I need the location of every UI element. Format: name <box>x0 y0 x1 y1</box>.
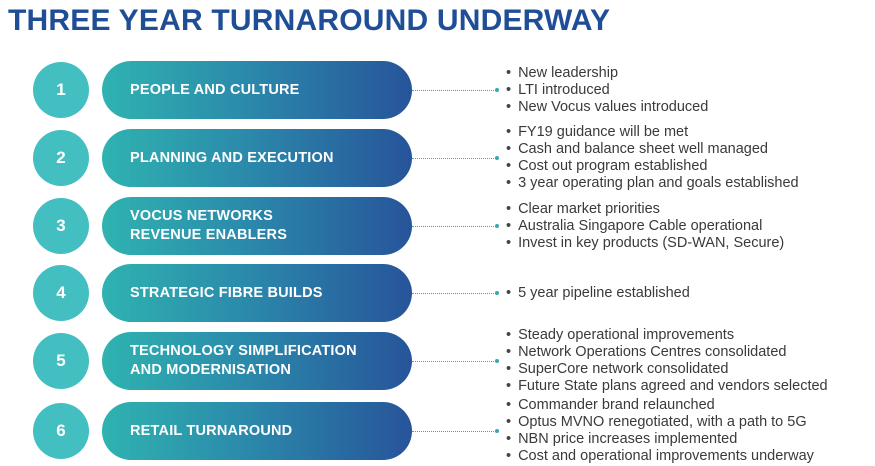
bullet-item: Invest in key products (SD-WAN, Secure) <box>506 235 784 252</box>
step-label: PEOPLE AND CULTURE <box>130 81 300 98</box>
step-number-badge: 3 <box>33 198 89 254</box>
step-label-pill: PLANNING AND EXECUTION <box>102 129 412 187</box>
bullet-item: Clear market priorities <box>506 201 784 218</box>
bullet-item: NBN price increases implemented <box>506 431 814 448</box>
dotted-connector <box>412 291 499 295</box>
step-label: VOCUS NETWORKS REVENUE ENABLERS <box>130 208 288 243</box>
dotted-connector <box>412 359 499 363</box>
step-label: RETAIL TURNAROUND <box>130 422 293 439</box>
bullet-item: Cost and operational improvements underw… <box>506 448 814 465</box>
step-bullet-list: Commander brand relaunchedOptus MVNO ren… <box>506 397 814 464</box>
bullet-item: New leadership <box>506 65 708 82</box>
step-label-pill: VOCUS NETWORKS REVENUE ENABLERS <box>102 197 412 255</box>
step-number-badge: 1 <box>33 62 89 118</box>
bullet-item: Network Operations Centres consolidated <box>506 344 828 361</box>
bullet-item: New Vocus values introduced <box>506 99 708 116</box>
turnaround-row: 2 PLANNING AND EXECUTION FY19 guidance wil… <box>0 124 875 191</box>
step-bullet-list: 5 year pipeline established <box>506 263 690 323</box>
turnaround-row: 6 RETAIL TURNAROUND Commander brand relaun… <box>0 397 875 464</box>
dotted-connector <box>412 88 499 92</box>
bullet-item: Cash and balance sheet well managed <box>506 141 799 158</box>
step-number-badge: 4 <box>33 265 89 321</box>
step-label: TECHNOLOGY SIMPLIFICATION AND MODERNISAT… <box>130 343 357 378</box>
bullet-item: FY19 guidance will be met <box>506 124 799 141</box>
step-bullet-list: Clear market prioritiesAustralia Singapo… <box>506 196 784 256</box>
step-label-pill: TECHNOLOGY SIMPLIFICATION AND MODERNISAT… <box>102 332 412 390</box>
bullet-item: Future State plans agreed and vendors se… <box>506 378 828 395</box>
bullet-item: 5 year pipeline established <box>506 285 690 302</box>
step-bullet-list: FY19 guidance will be metCash and balanc… <box>506 124 799 191</box>
step-label: PLANNING AND EXECUTION <box>130 149 334 166</box>
step-number-badge: 2 <box>33 130 89 186</box>
turnaround-row: 5 TECHNOLOGY SIMPLIFICATION AND MODERNISA… <box>0 327 875 394</box>
bullet-item: Cost out program established <box>506 158 799 175</box>
bullet-item: 3 year operating plan and goals establis… <box>506 175 799 192</box>
bullet-item: Optus MVNO renegotiated, with a path to … <box>506 414 814 431</box>
step-label-pill: STRATEGIC FIBRE BUILDS <box>102 264 412 322</box>
step-label-pill: PEOPLE AND CULTURE <box>102 61 412 119</box>
step-number-badge: 5 <box>33 333 89 389</box>
dotted-connector <box>412 224 499 228</box>
bullet-item: Commander brand relaunched <box>506 397 814 414</box>
bullet-item: Steady operational improvements <box>506 327 828 344</box>
turnaround-row: 4 STRATEGIC FIBRE BUILDS 5 year pipeline e… <box>0 263 875 323</box>
dotted-connector <box>412 429 499 433</box>
turnaround-row: 1 PEOPLE AND CULTURE New leadershipLTI int… <box>0 60 875 120</box>
bullet-item: Australia Singapore Cable operational <box>506 218 784 235</box>
dotted-connector <box>412 156 499 160</box>
step-number-badge: 6 <box>33 403 89 459</box>
page-title: THREE YEAR TURNAROUND UNDERWAY <box>8 4 611 37</box>
step-bullet-list: Steady operational improvementsNetwork O… <box>506 327 828 394</box>
step-label-pill: RETAIL TURNAROUND <box>102 402 412 460</box>
bullet-item: LTI introduced <box>506 82 708 99</box>
step-label: STRATEGIC FIBRE BUILDS <box>130 284 323 301</box>
step-bullet-list: New leadershipLTI introducedNew Vocus va… <box>506 60 708 120</box>
turnaround-row: 3 VOCUS NETWORKS REVENUE ENABLERS Clear ma… <box>0 196 875 256</box>
bullet-item: SuperCore network consolidated <box>506 361 828 378</box>
